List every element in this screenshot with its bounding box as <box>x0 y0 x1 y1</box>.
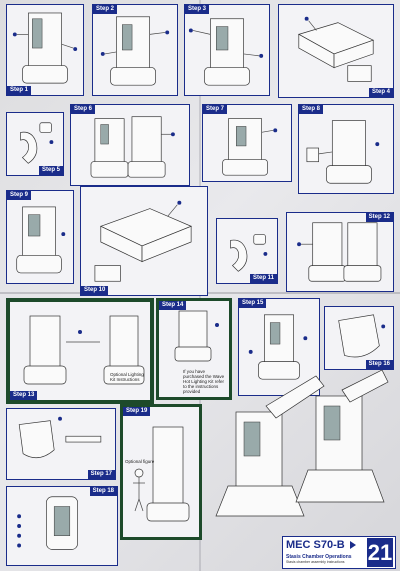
step-12-panel: Step 12 <box>286 212 394 292</box>
step-6-panel: Step 6 <box>70 104 190 186</box>
step-2-label: Step 2 <box>93 5 118 14</box>
step-9-label: Step 9 <box>7 191 32 200</box>
final-model-illustration <box>215 369 389 517</box>
step-16-label: Step 16 <box>365 360 393 369</box>
title-description: Stasis chamber assembly instructions <box>286 560 345 564</box>
step-1-label: Step 1 <box>7 86 32 95</box>
step-9-panel: Step 9 <box>6 190 74 284</box>
step-18-label: Step 18 <box>89 487 117 496</box>
step-3-label: Step 3 <box>185 5 210 14</box>
step-14-label: Step 14 <box>159 301 187 310</box>
step-13-label: Step 13 <box>10 391 38 400</box>
step-4-illustration <box>297 16 375 82</box>
step-10-panel: Step 10 <box>80 186 208 296</box>
step-10-label: Step 10 <box>81 286 109 295</box>
step-1-panel: Step 1 <box>6 4 84 96</box>
title-subtitle: Stasis Chamber Operations <box>286 554 352 560</box>
step-8-panel: Step 8 <box>298 104 394 194</box>
step-6-illustration <box>90 116 175 178</box>
optional-figure-note: Optional figure <box>125 459 155 464</box>
step-14-panel: If you have purchased the Wave Hot Light… <box>159 301 229 397</box>
step-1-illustration <box>12 12 78 84</box>
step-12-label: Step 12 <box>365 213 393 222</box>
page-number: 21 <box>367 538 393 567</box>
step-15-illustration <box>248 314 308 380</box>
step-15-panel: Step 15 <box>238 298 320 396</box>
lighting-kit-note: If you have purchased the Wave Hot Light… <box>183 369 225 394</box>
step-17-panel: Step 17 <box>6 408 116 480</box>
step-7-illustration <box>222 118 278 176</box>
step-16-panel: Step 16 <box>324 306 394 370</box>
model-name: MEC S70-B <box>286 539 345 551</box>
optional-lighting-note: Optional Lighting Kit Instructions <box>110 372 144 382</box>
step-17-illustration <box>18 416 102 459</box>
step-8-illustration <box>306 120 380 184</box>
step-7-label: Step 7 <box>203 105 228 114</box>
step-18-illustration <box>17 496 78 550</box>
step-14-illustration <box>174 310 219 362</box>
step-4-panel: Step 4 <box>278 4 394 98</box>
step-11-panel: Step 11 <box>216 218 278 284</box>
step-8-label: Step 8 <box>299 105 324 114</box>
step-5-panel: Step 5 <box>6 112 64 176</box>
step-11-label: Step 11 <box>249 274 277 283</box>
step-19-panel: Optional figure Step 19 <box>123 407 199 537</box>
step-2-panel: Step 2 <box>92 4 178 96</box>
step-19-label: Step 19 <box>123 407 151 416</box>
step-12-illustration <box>297 222 382 282</box>
step-4-label: Step 4 <box>368 88 393 97</box>
step-15-label: Step 15 <box>239 299 267 308</box>
step-10-illustration <box>94 200 193 282</box>
step-16-illustration <box>338 314 386 358</box>
title-block: MEC S70-B Stasis Chamber Operations Stas… <box>282 536 396 569</box>
step-11-illustration <box>230 234 268 272</box>
step-9-illustration <box>16 206 66 274</box>
step-3-panel: Step 3 <box>184 4 270 96</box>
step-3-illustration <box>188 18 264 86</box>
step-19-green-panel: Optional figure Step 19 <box>120 404 202 540</box>
step-6-label: Step 6 <box>71 105 96 114</box>
step-14-green-panel: If you have purchased the Wave Hot Light… <box>156 298 232 400</box>
step-7-panel: Step 7 <box>202 104 292 182</box>
step-5-label: Step 5 <box>38 166 63 175</box>
step-19-illustration <box>133 426 190 522</box>
play-arrow-icon <box>350 541 356 549</box>
step-18-panel: Step 18 <box>6 486 118 566</box>
step-13-illustration <box>23 315 145 385</box>
step-2-illustration <box>100 16 170 86</box>
step-5-illustration <box>20 122 54 164</box>
step-17-label: Step 17 <box>87 470 115 479</box>
step-13-green-panel: Optional Lighting Kit Instructions Step … <box>6 298 154 404</box>
step-13-panel: Optional Lighting Kit Instructions Step … <box>10 302 150 400</box>
